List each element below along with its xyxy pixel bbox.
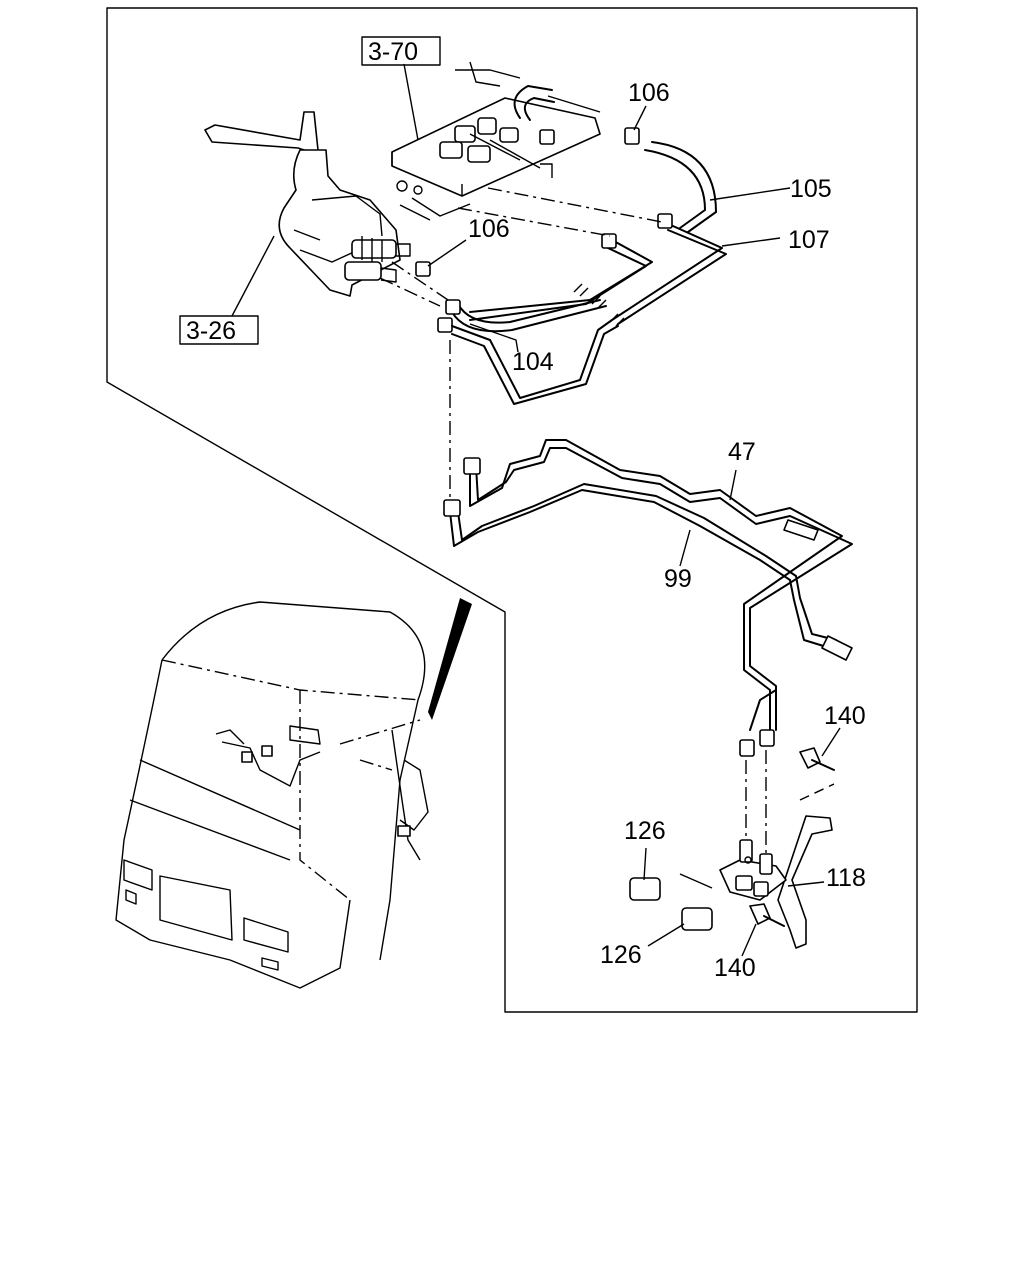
- callout-140-bottom: 140: [714, 954, 756, 982]
- callout-126-top: 126: [624, 817, 666, 845]
- callout-106-top: 106: [628, 79, 670, 107]
- ref-box-3-70: [361, 36, 441, 66]
- callout-99: 99: [664, 565, 692, 593]
- diagram-frame: [106, 7, 918, 1013]
- leader-lines: [231, 63, 841, 957]
- gearshift-assembly: [204, 111, 431, 297]
- callout-107: 107: [788, 226, 830, 254]
- callout-126-bottom: 126: [600, 941, 642, 969]
- ref-box-3-26: [179, 315, 259, 345]
- bracket-assembly: [629, 747, 835, 949]
- truck-cab-illustration: [115, 598, 472, 989]
- callout-118: 118: [826, 864, 866, 892]
- callout-ref-3-70: 3-70: [368, 38, 418, 66]
- valve-plate-assembly: [391, 61, 601, 221]
- callout-106-mid: 106: [468, 215, 510, 243]
- callout-140-top: 140: [824, 702, 866, 730]
- callout-47: 47: [728, 438, 756, 466]
- callout-ref-3-26: 3-26: [186, 317, 236, 345]
- upper-pipes: [379, 127, 727, 500]
- long-pipes: [443, 439, 853, 854]
- callout-105: 105: [790, 175, 832, 203]
- callout-104: 104: [512, 348, 554, 376]
